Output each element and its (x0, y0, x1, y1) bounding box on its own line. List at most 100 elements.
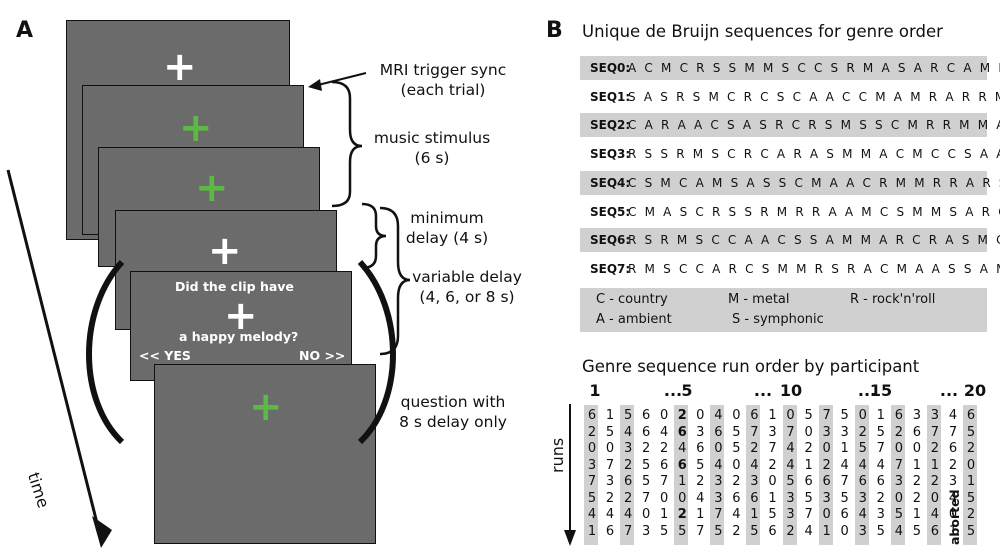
run-cell: 3 (714, 474, 723, 489)
run-cell: 0 (966, 457, 976, 473)
run-cell: 3 (822, 424, 831, 440)
run-column-shade (746, 405, 761, 545)
seq-value: C S M C A M S A S S C M A A C R M M R R … (628, 176, 1000, 190)
run-cell: 0 (948, 507, 958, 522)
runs-label: runs (548, 437, 567, 473)
run-cell: 6 (750, 408, 759, 423)
run-cell: 1 (587, 523, 597, 539)
run-cell: 4 (605, 507, 615, 522)
run-cell: 6 (912, 424, 922, 440)
run-cell: 2 (822, 457, 831, 473)
run-cell: 7 (786, 424, 795, 440)
minimum-delay-line2: delay (4 s) (405, 229, 489, 247)
brace-minimum (361, 202, 387, 270)
run-cell: 2 (930, 441, 940, 456)
run-cell: 3 (948, 474, 958, 489)
run-cell: 5 (966, 523, 976, 539)
run-cell: 4 (948, 408, 958, 423)
run-cell: 2 (623, 490, 633, 506)
run-cell: 3 (714, 490, 723, 506)
trigger-arrow-icon (308, 72, 367, 91)
run-cell: 7 (623, 523, 633, 539)
run-cell: 0 (696, 408, 705, 423)
brace-music (331, 80, 363, 208)
seq-name: SEQ2: (590, 118, 631, 132)
run-cell: 1 (678, 474, 687, 489)
run-cell: 5 (876, 424, 885, 440)
run-column-shade (963, 405, 978, 545)
run-cell: 3 (840, 424, 849, 440)
run-cell: 7 (840, 474, 849, 489)
seq-value: C M A S C R S S R M R R A A M C S M M S … (628, 205, 1000, 219)
run-cell: 6 (642, 424, 651, 440)
run-cell: 5 (696, 457, 705, 473)
question-delay-line1: question with (400, 393, 506, 411)
run-cell: 6 (677, 424, 687, 440)
run-cell: 1 (804, 457, 813, 473)
run-cell: 6 (623, 474, 633, 489)
run-header: 20 (963, 381, 987, 400)
run-cell: 2 (750, 441, 759, 456)
run-cell: 0 (714, 441, 723, 456)
seq-value: R S S R M S C R C A R A S M M A C M C C … (628, 147, 1000, 161)
minimum-delay-label: minimum delay (4 s) (392, 208, 502, 248)
run-cell: 5 (732, 441, 741, 456)
run-cell: 5 (768, 507, 777, 522)
fixation-cross-icon: + (208, 228, 242, 274)
run-cell: 4 (840, 457, 849, 473)
run-cell: 2 (696, 474, 705, 489)
left-parenthesis (86, 259, 125, 445)
run-cell: 2 (876, 490, 885, 506)
run-order-title: Genre sequence run order by participant (582, 357, 920, 376)
run-cell: 2 (605, 490, 615, 506)
run-cell: 2 (587, 424, 597, 440)
run-cell: 4 (948, 490, 958, 506)
sequences-title: Unique de Bruijn sequences for genre ord… (582, 22, 943, 41)
run-cell: 0 (732, 457, 741, 473)
run-cell: 4 (714, 457, 723, 473)
run-cell: 5 (623, 408, 633, 423)
run-cell: 5 (750, 523, 759, 539)
run-cell: 3 (587, 457, 597, 473)
run-cell: 6 (894, 408, 903, 423)
fixation-cross-icon: + (224, 293, 258, 339)
trigger-label-line2: (each trial) (400, 81, 486, 99)
run-cell: 2 (623, 457, 633, 473)
seq-name: SEQ4: (590, 176, 631, 190)
run-cell: 4 (678, 441, 687, 456)
panel-b-letter: B (546, 18, 563, 43)
trigger-label-line1: MRI trigger sync (379, 61, 507, 79)
run-column-shade (710, 405, 725, 545)
legend-metal: M - metal (728, 292, 790, 307)
panel-a-annotations (6, 72, 411, 548)
run-cell: 3 (858, 490, 867, 506)
question-delay-line2: 8 s delay only (399, 413, 507, 431)
run-cell: 6 (696, 441, 705, 456)
run-column-shade (818, 405, 833, 545)
run-cell: 2 (660, 441, 669, 456)
run-header: ... (939, 381, 959, 400)
run-cell: 4 (858, 507, 867, 522)
run-cell: 5 (678, 523, 687, 539)
aborted-label: aborted (947, 489, 962, 545)
run-cell: 6 (930, 523, 940, 539)
run-column-shade (674, 405, 689, 545)
run-cell: 7 (876, 441, 885, 456)
run-cell: 4 (786, 441, 795, 456)
run-cell: 7 (660, 474, 669, 489)
run-cell: 3 (858, 523, 867, 539)
run-cell: 2 (858, 424, 867, 440)
run-cell: 4 (750, 457, 759, 473)
fixation-cross-icon: + (163, 44, 197, 90)
seq-name: SEQ3: (590, 147, 631, 161)
run-header: ... (857, 381, 877, 400)
run-cell: 2 (912, 474, 922, 489)
run-cell: 0 (786, 408, 795, 423)
seq-row-5: SEQ5:C M A S C R S S R M R R A A M C S M… (580, 200, 1000, 224)
run-column-shade (854, 405, 869, 545)
run-cell: 5 (894, 507, 903, 522)
run-cell: 1 (840, 441, 849, 456)
run-cell: 2 (930, 474, 940, 489)
run-cell: 6 (876, 474, 885, 489)
run-cell: 0 (912, 441, 922, 456)
